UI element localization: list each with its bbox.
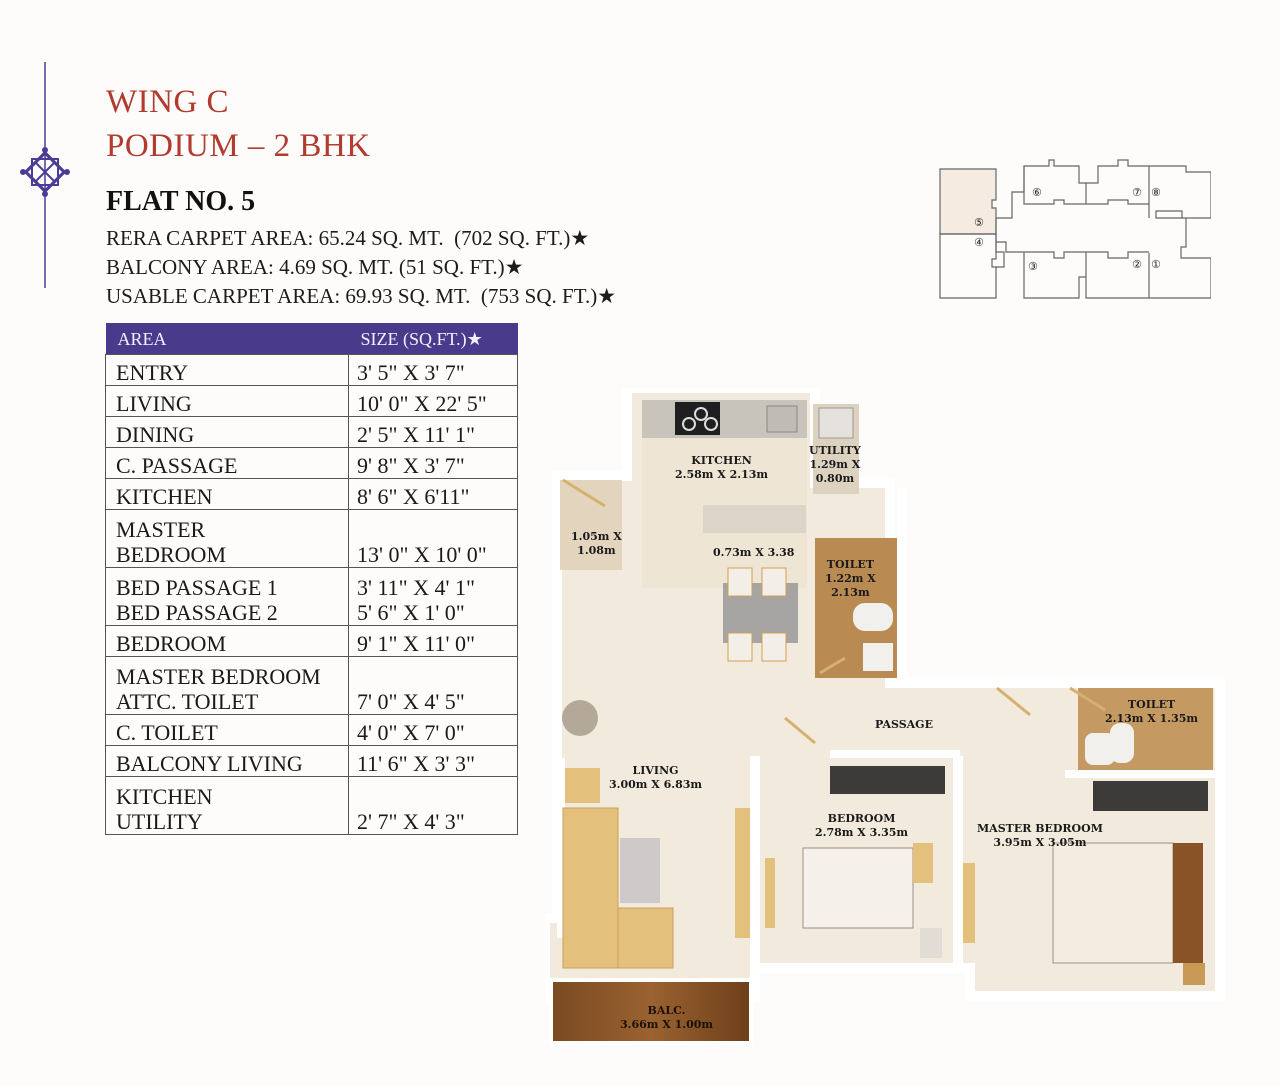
size-cell: 2' 7" X 4' 3" <box>348 776 518 835</box>
key-plan-diagram: ⑥ ⑦ ⑧ ⑤ ④ ③ ② ① <box>939 159 1211 299</box>
area-cell: MASTER BEDROOM ATTC. TOILET <box>105 656 349 715</box>
key-plan-flat-4: ④ <box>974 236 984 249</box>
column-header-size: SIZE (SQ.FT.)★ <box>348 323 518 355</box>
size-cell: 13' 0" X 10' 0" <box>348 509 518 568</box>
area-cell: BALCONY LIVING <box>105 745 349 777</box>
column-header-area: AREA <box>105 323 349 355</box>
page-title: WING C PODIUM – 2 BHK <box>106 80 371 168</box>
key-plan-flat-8: ⑧ <box>1151 186 1161 199</box>
size-cell: 3' 5" X 3' 7" <box>348 354 518 386</box>
size-cell: 3' 11" X 4' 1" 5' 6" X 1' 0" <box>348 567 518 626</box>
room-label-balcony: BALC. 3.66m X 1.00m <box>620 1004 714 1031</box>
size-cell: 7' 0" X 4' 5" <box>348 656 518 715</box>
area-cell: DINING <box>105 416 349 448</box>
area-cell: KITCHEN <box>105 478 349 510</box>
size-cell: 2' 5" X 11' 1" <box>348 416 518 448</box>
size-cell: 11' 6" X 3' 3" <box>348 745 518 777</box>
area-cell: MASTER BEDROOM <box>105 509 349 568</box>
area-cell: KITCHEN UTILITY <box>105 776 349 835</box>
unit-type-title: PODIUM – 2 BHK <box>106 128 371 164</box>
flat-number: FLAT NO. 5 <box>106 186 256 217</box>
room-label-entry: 1.05m X 1.08m <box>571 530 622 557</box>
balcony-area: BALCONY AREA: 4.69 SQ. MT. (51 SQ. FT.)★ <box>106 255 524 279</box>
size-cell: 8' 6" X 6'11" <box>348 478 518 510</box>
key-plan-flat-1: ① <box>1151 258 1161 271</box>
room-label-common-toilet: TOILET 1.22m X 2.13m <box>825 558 876 599</box>
room-label-passage: PASSAGE <box>875 718 933 731</box>
area-summary: RERA CARPET AREA: 65.24 SQ. MT. (702 SQ.… <box>106 224 616 311</box>
key-plan-flat-6: ⑥ <box>1032 186 1042 199</box>
decorative-star-ornament-icon <box>20 62 70 288</box>
key-plan-flat-2: ② <box>1132 258 1142 271</box>
usable-carpet-area: USABLE CARPET AREA: 69.93 SQ. MT. (753 S… <box>106 284 617 308</box>
size-cell: 4' 0" X 7' 0" <box>348 714 518 746</box>
wing-title: WING C <box>106 84 230 120</box>
floor-plan: KITCHEN 2.58m X 2.13m UTILITY 1.29m X 0.… <box>545 388 1235 1053</box>
size-cell: 9' 1" X 11' 0" <box>348 625 518 657</box>
area-cell: C. TOILET <box>105 714 349 746</box>
area-cell: ENTRY <box>105 354 349 386</box>
area-cell: LIVING <box>105 385 349 417</box>
area-cell: BED PASSAGE 1 BED PASSAGE 2 <box>105 567 349 626</box>
area-cell: BEDROOM <box>105 625 349 657</box>
room-label-master-bedroom: MASTER BEDROOM 3.95m X 3.05m <box>977 822 1103 849</box>
key-plan-flat-5: ⑤ <box>974 216 984 229</box>
size-cell: 10' 0" X 22' 5" <box>348 385 518 417</box>
room-label-bedroom: BEDROOM 2.78m X 3.35m <box>815 812 909 839</box>
size-cell: 9' 8" X 3' 7" <box>348 447 518 479</box>
key-plan-flat-3: ③ <box>1028 260 1038 273</box>
key-plan-flat-7: ⑦ <box>1132 186 1142 199</box>
room-label-utility: UTILITY 1.29m X 0.80m <box>809 444 861 485</box>
room-label-living: LIVING 3.00m X 6.83m <box>609 764 703 791</box>
area-cell: C. PASSAGE <box>105 447 349 479</box>
room-label-kitchen: KITCHEN 2.58m X 2.13m <box>675 454 769 481</box>
floor-plan-drawing <box>545 388 1225 1045</box>
rera-carpet-area: RERA CARPET AREA: 65.24 SQ. MT. (702 SQ.… <box>106 226 590 250</box>
room-label-dining: 0.73m X 3.38 <box>713 546 795 559</box>
room-label-attached-toilet: TOILET 2.13m X 1.35m <box>1105 698 1199 725</box>
